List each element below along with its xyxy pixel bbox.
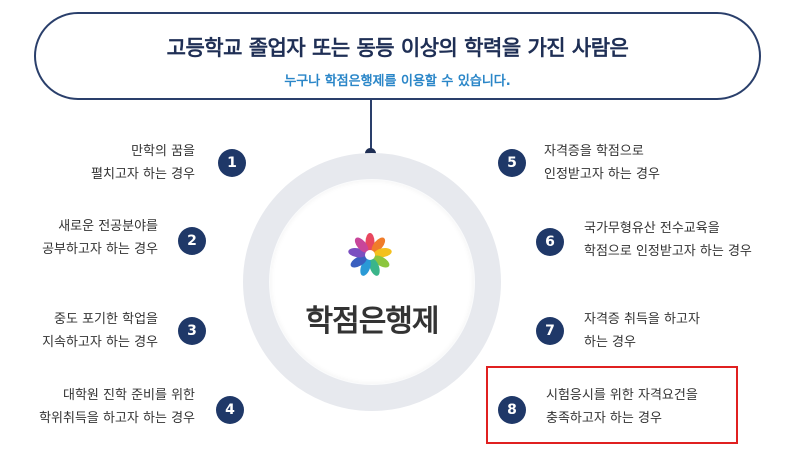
number-badge-1: 1 bbox=[218, 149, 246, 177]
center-title: 학점은행제 bbox=[305, 304, 440, 339]
list-item: 자격증 취득을 하고자 하는 경우 bbox=[584, 308, 764, 354]
eligibility-banner: 고등학교 졸업자 또는 동등 이상의 학력을 가진 사람은 누구나 학점은행제를… bbox=[34, 12, 761, 100]
item-3-label: 중도 포기한 학업을 지속하고자 하는 경우 bbox=[42, 312, 158, 350]
number-badge-2: 2 bbox=[178, 227, 206, 255]
item-5-label: 자격증을 학점으로 인정받고자 하는 경우 bbox=[544, 144, 660, 182]
list-item: 대학원 진학 준비를 위한 학위취득을 하고자 하는 경우 bbox=[0, 384, 195, 430]
list-item: 중도 포기한 학업을 지속하고자 하는 경우 bbox=[0, 308, 158, 354]
item-8-label: 시험응시를 위한 자격요건을 충족하고자 하는 경우 bbox=[546, 388, 698, 426]
item-4-label: 대학원 진학 준비를 위한 학위취득을 하고자 하는 경우 bbox=[39, 388, 195, 426]
number-badge-7: 7 bbox=[536, 317, 564, 345]
number-badge-5: 5 bbox=[498, 149, 526, 177]
list-item: 국가무형유산 전수교육을 학점으로 인정받고자 하는 경우 bbox=[584, 217, 784, 263]
number-badge-6: 6 bbox=[536, 228, 564, 256]
center-circle bbox=[270, 180, 474, 384]
list-item: 시험응시를 위한 자격요건을 충족하고자 하는 경우 bbox=[546, 384, 736, 430]
item-2-label: 새로운 전공분야를 공부하고자 하는 경우 bbox=[42, 219, 158, 257]
credit-bank-logo-icon bbox=[348, 233, 392, 276]
list-item: 만학의 꿈을 펼치고자 하는 경우 bbox=[20, 140, 195, 186]
banner-subtitle: 누구나 학점은행제를 이용할 수 있습니다. bbox=[284, 74, 511, 89]
item-1-label: 만학의 꿈을 펼치고자 하는 경우 bbox=[91, 144, 195, 182]
list-item: 자격증을 학점으로 인정받고자 하는 경우 bbox=[544, 140, 724, 186]
list-item: 새로운 전공분야를 공부하고자 하는 경우 bbox=[0, 215, 158, 261]
connector-line bbox=[370, 100, 372, 152]
number-badge-3: 3 bbox=[178, 317, 206, 345]
item-6-label: 국가무형유산 전수교육을 학점으로 인정받고자 하는 경우 bbox=[584, 221, 752, 259]
item-7-label: 자격증 취득을 하고자 하는 경우 bbox=[584, 312, 700, 350]
banner-title: 고등학교 졸업자 또는 동등 이상의 학력을 가진 사람은 bbox=[166, 36, 629, 60]
highlight-box bbox=[486, 366, 738, 444]
number-badge-8: 8 bbox=[498, 396, 526, 424]
number-badge-4: 4 bbox=[216, 396, 244, 424]
